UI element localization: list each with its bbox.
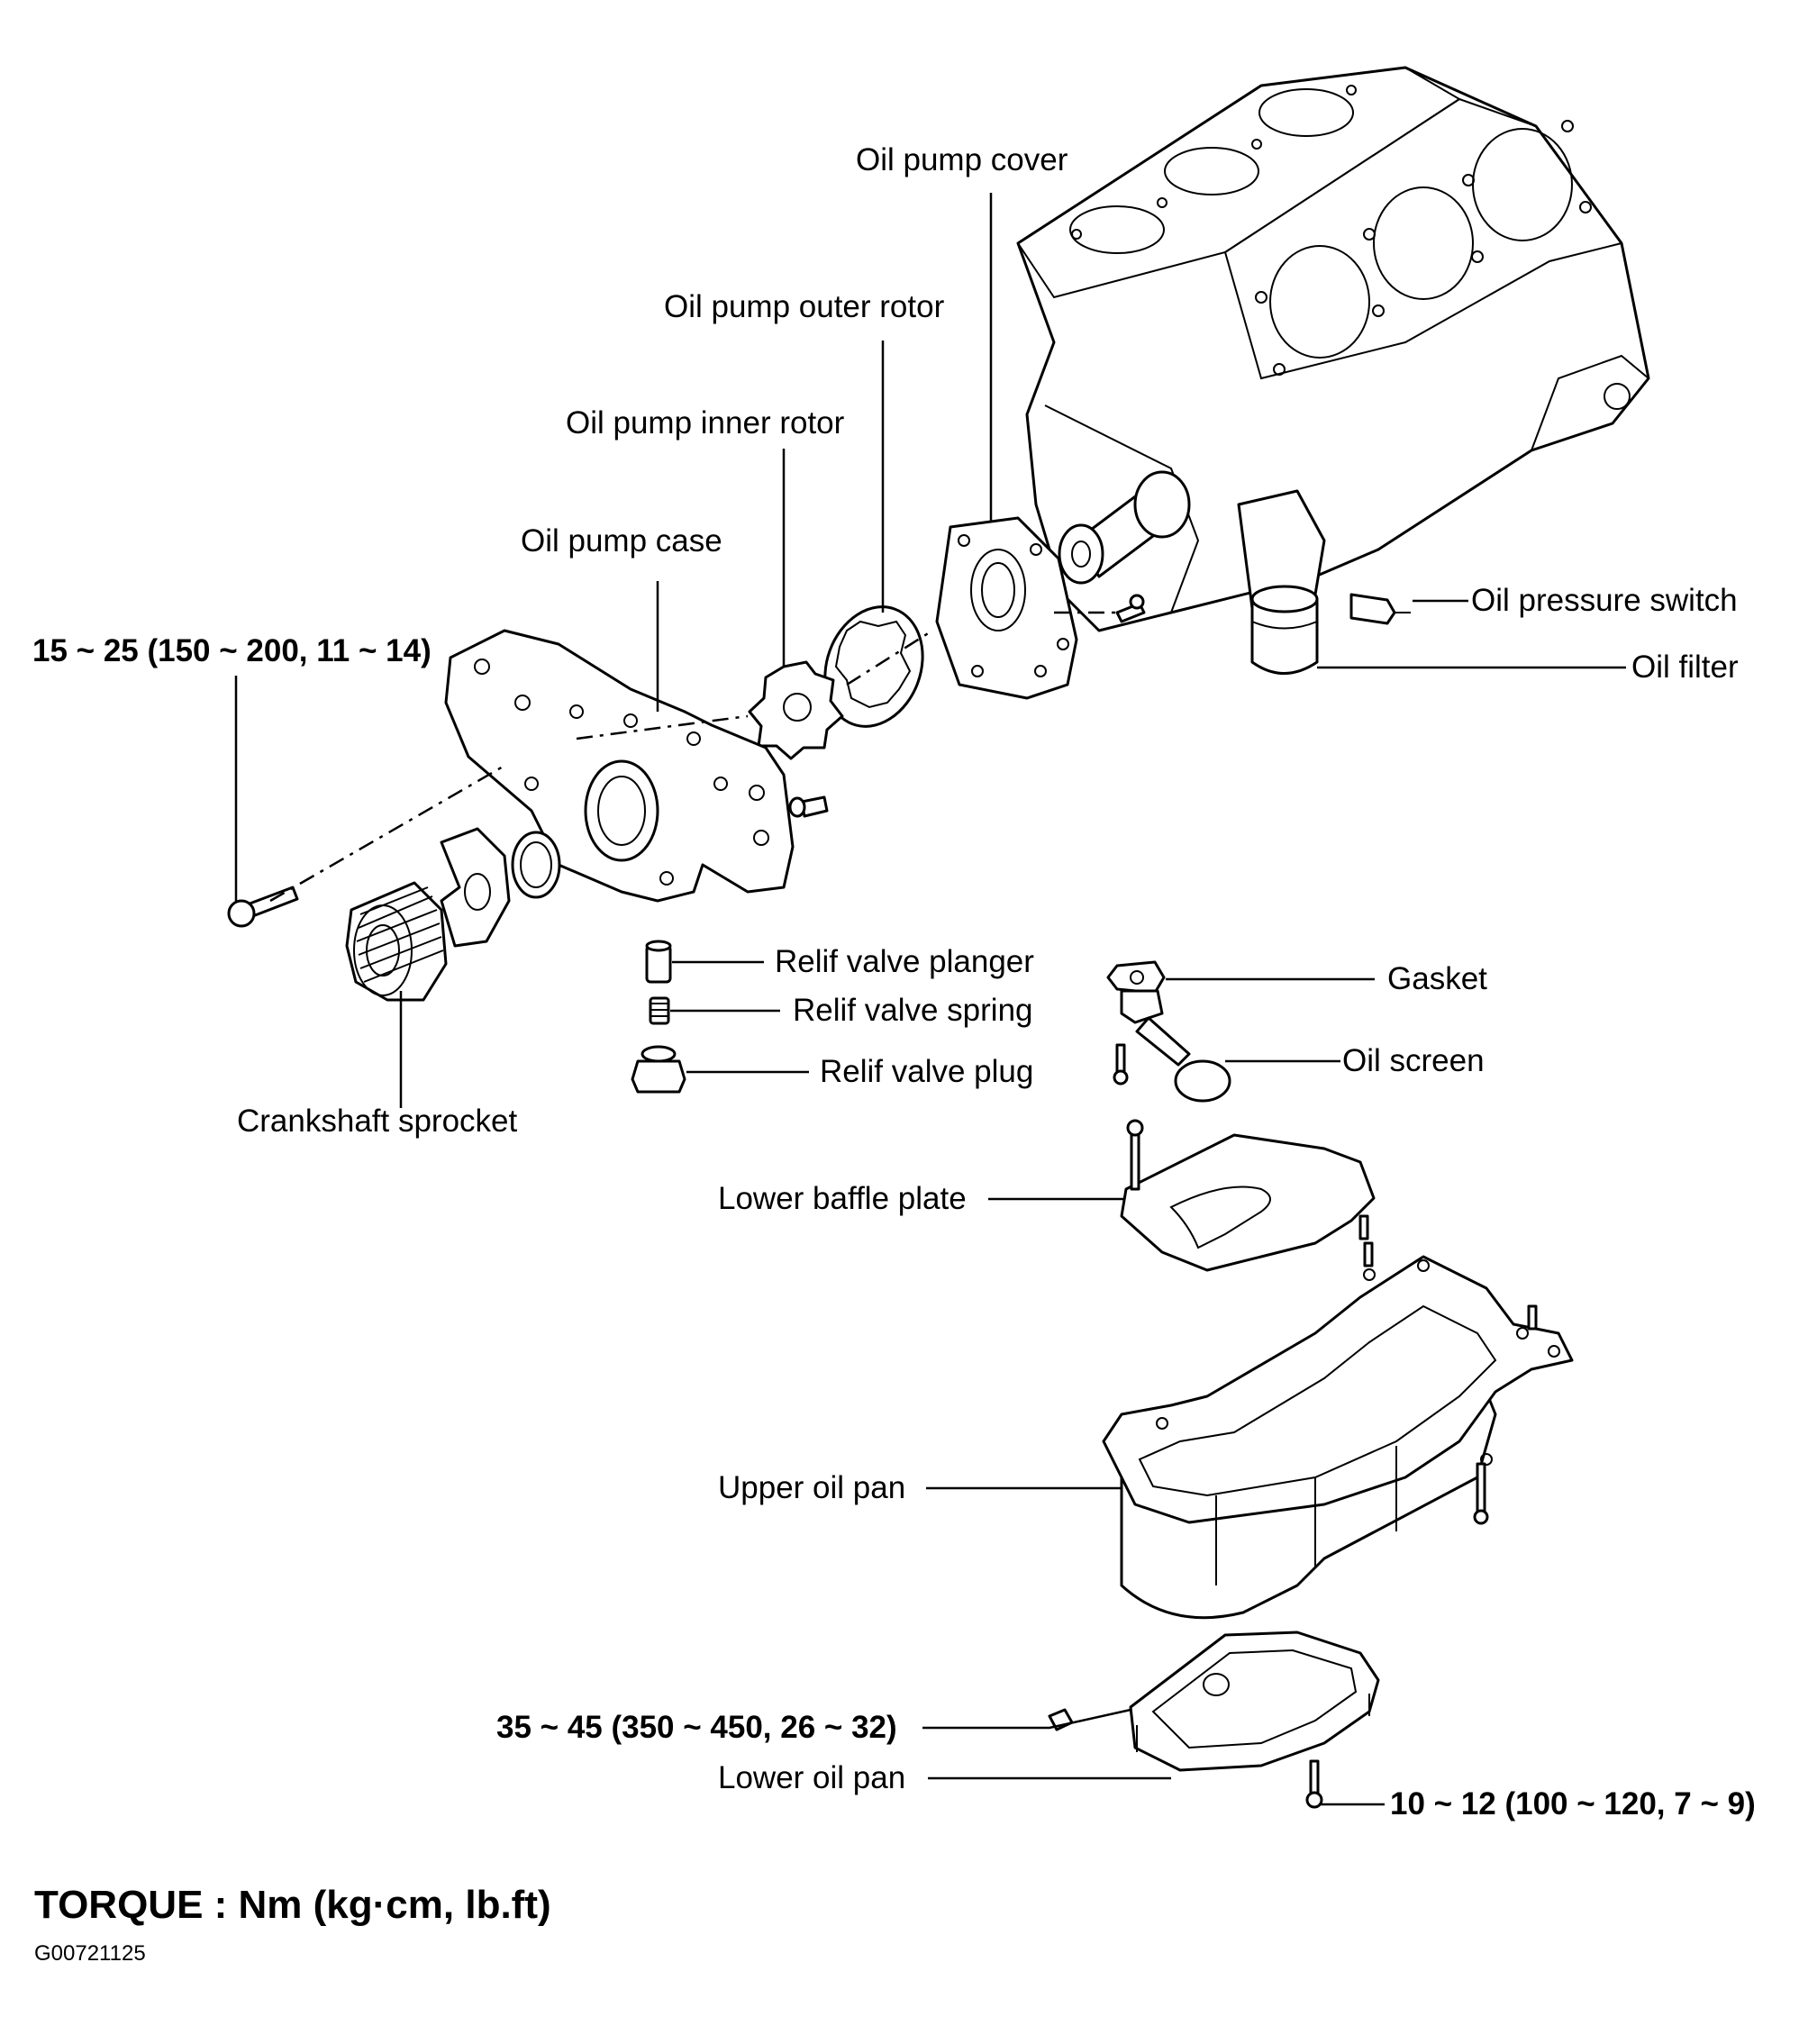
label-relief-valve-spring: Relif valve spring	[793, 993, 1033, 1028]
oil-pump-inner-rotor-part	[748, 660, 844, 760]
oil-screen-part	[1113, 989, 1231, 1103]
torque-drain-plug: 35 ~ 45 (350 ~ 450, 26 ~ 32)	[496, 1710, 897, 1745]
pump-case-bolt-part	[227, 886, 299, 928]
oil-seal-part	[511, 831, 561, 899]
gasket-part	[1106, 960, 1166, 995]
label-lower-baffle-plate: Lower baffle plate	[718, 1181, 967, 1216]
relief-valve-plug-part	[631, 1045, 686, 1094]
torque-pump-case-bolt: 15 ~ 25 (150 ~ 200, 11 ~ 14)	[32, 633, 432, 668]
lower-baffle-plate-part	[1120, 1119, 1376, 1272]
label-oil-pump-cover: Oil pump cover	[856, 142, 1068, 177]
label-oil-pump-outer-rotor: Oil pump outer rotor	[664, 289, 945, 324]
oil-filter-part	[1250, 585, 1319, 675]
label-oil-pressure-switch: Oil pressure switch	[1471, 583, 1738, 618]
label-oil-screen: Oil screen	[1342, 1043, 1485, 1078]
crankshaft-sprocket-part	[345, 881, 448, 1002]
label-relief-valve-plunger: Relif valve planger	[775, 944, 1034, 979]
figure-code: G00721125	[34, 1941, 146, 1966]
label-lower-oil-pan: Lower oil pan	[718, 1760, 906, 1795]
crankshaft-sensor-plate-part	[440, 827, 511, 948]
engine-block	[1016, 66, 1650, 632]
oil-pump-outer-rotor-part	[823, 605, 924, 728]
relief-valve-spring-part	[649, 996, 670, 1025]
label-oil-filter: Oil filter	[1631, 650, 1739, 685]
label-upper-oil-pan: Upper oil pan	[718, 1470, 906, 1505]
oil-pump-case-part	[444, 629, 829, 903]
label-crankshaft-sprocket: Crankshaft sprocket	[237, 1104, 518, 1139]
oil-pump-cover-part	[935, 516, 1146, 700]
oil-pressure-switch-part	[1349, 593, 1411, 625]
label-oil-pump-case: Oil pump case	[521, 523, 722, 559]
label-oil-pump-inner-rotor: Oil pump inner rotor	[566, 405, 845, 441]
leader-lines	[234, 193, 1626, 1806]
relief-valve-plunger-part	[645, 940, 672, 984]
label-relief-valve-plug: Relif valve plug	[820, 1054, 1034, 1089]
torque-lower-pan-bolt: 10 ~ 12 (100 ~ 120, 7 ~ 9)	[1390, 1786, 1756, 1821]
label-gasket: Gasket	[1387, 961, 1487, 996]
upper-oil-pan-part	[1102, 1241, 1574, 1620]
lower-oil-pan-part	[1048, 1631, 1380, 1809]
torque-units-title: TORQUE : Nm (kg·cm, lb.ft)	[34, 1883, 551, 1927]
